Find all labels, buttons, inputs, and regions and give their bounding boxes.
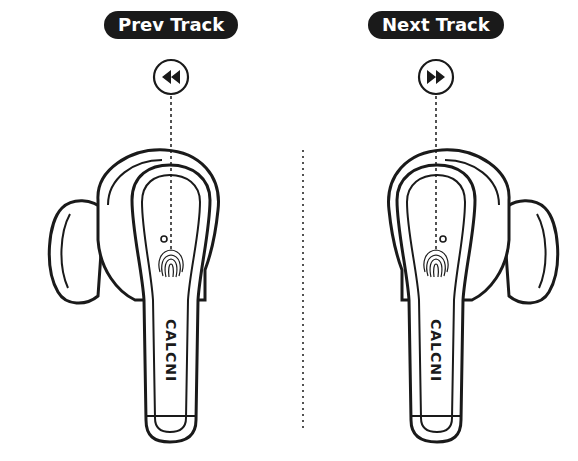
pill-label: Next Track: [382, 14, 490, 35]
track-pill: Prev Track: [104, 11, 238, 39]
pill-label: Prev Track: [118, 14, 224, 35]
track-pill: Next Track: [368, 11, 504, 39]
brand-label: CALCNI: [428, 318, 443, 383]
brand-label: CALCNI: [163, 318, 178, 383]
